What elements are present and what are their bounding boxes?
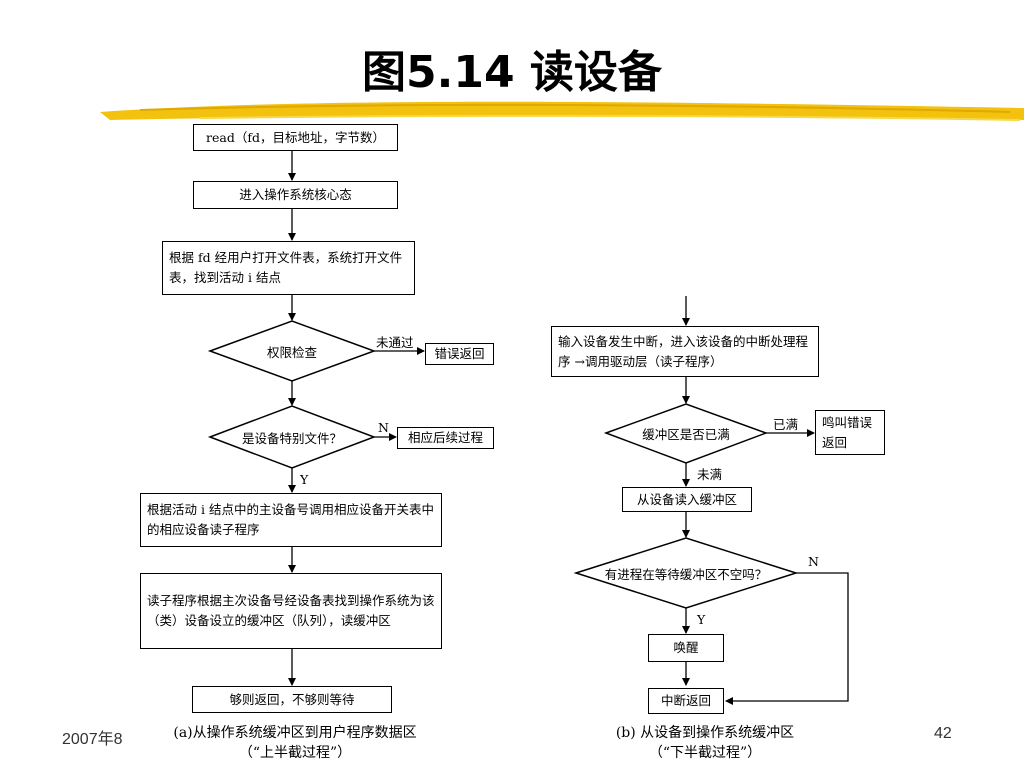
left-caption: (a)从操作系统缓冲区到用户程序数据区 （“上半截过程”） [140,723,450,763]
slide-title: 图5.14 读设备 [362,47,662,98]
page-number: 42 [934,725,952,742]
buffer-full-diamond-text: 缓冲区是否已满 [642,427,730,442]
beep-error-box: 鸣叫错误返回 [815,410,885,455]
not-full-label: 未满 [697,467,723,482]
read-call-text: read（fd，目标地址，字节数） [206,129,385,145]
left-caption-line2: （“上半截过程”） [238,745,352,761]
int-return-box: 中断返回 [648,688,724,714]
beep-error-text: 鸣叫错误返回 [822,414,873,450]
right-caption-line1: (b) 从设备到操作系统缓冲区 [615,725,795,741]
error-return-box: 错误返回 [425,343,494,365]
enough-return-text: 够则返回，不够则等待 [229,691,355,707]
footer-date: 2007年8 [62,731,123,748]
read-call-box: read（fd，目标地址，字节数） [193,124,398,151]
error-return-text: 错误返回 [434,346,485,361]
right-caption-line2: （“下半截过程”） [648,745,762,761]
call-read-prog-box: 根据活动 i 结点中的主设备号调用相应设备开关表中的相应设备读子程序 [140,493,442,547]
right-n-label: N [808,554,819,569]
other-process-box: 相应后续过程 [397,427,494,449]
read-to-buffer-text: 从设备读入缓冲区 [636,491,737,507]
fail-label: 未通过 [376,335,414,350]
right-caption: (b) 从设备到操作系统缓冲区 （“下半截过程”） [580,723,830,763]
find-inode-box: 根据 fd 经用户打开文件表，系统打开文件表，找到活动 i 结点 [162,241,415,295]
waiting-diamond-text: 有进程在等待缓冲区不空吗？ [604,567,768,582]
read-sub-box: 读子程序根据主次设备号经设备表找到操作系统为该（类）设备设立的缓冲区（队列），读… [140,573,442,649]
perm-check-diamond-text: 权限检查 [266,345,317,360]
interrupt-text: 输入设备发生中断，进入该设备的中断处理程序 →调用驱动层（读子程序） [558,333,809,369]
special-file-diamond-text: 是设备特别文件？ [241,431,342,446]
find-inode-text: 根据 fd 经用户打开文件表，系统打开文件表，找到活动 i 结点 [169,250,403,285]
full-label: 已满 [773,417,799,432]
read-sub-text: 读子程序根据主次设备号经设备表找到操作系统为该（类）设备设立的缓冲区（队列），读… [147,593,435,628]
interrupt-box: 输入设备发生中断，进入该设备的中断处理程序 →调用驱动层（读子程序） [551,326,819,377]
right-y-label: Y [697,612,706,627]
wakeup-text: 唤醒 [673,640,699,655]
wakeup-box: 唤醒 [648,634,724,662]
read-to-buffer-box: 从设备读入缓冲区 [622,487,752,512]
left-caption-line1: (a)从操作系统缓冲区到用户程序数据区 [173,725,417,741]
enough-return-box: 够则返回，不够则等待 [192,686,392,713]
title-underline [100,101,1024,121]
call-read-prog-text: 根据活动 i 结点中的主设备号调用相应设备开关表中的相应设备读子程序 [147,502,434,537]
other-process-text: 相应后续过程 [407,430,483,445]
enter-kernel-box: 进入操作系统核心态 [193,181,398,209]
enter-kernel-text: 进入操作系统核心态 [239,187,352,202]
int-return-text: 中断返回 [660,693,711,708]
left-n-label: N [378,420,389,435]
left-y-label: Y [300,472,309,487]
